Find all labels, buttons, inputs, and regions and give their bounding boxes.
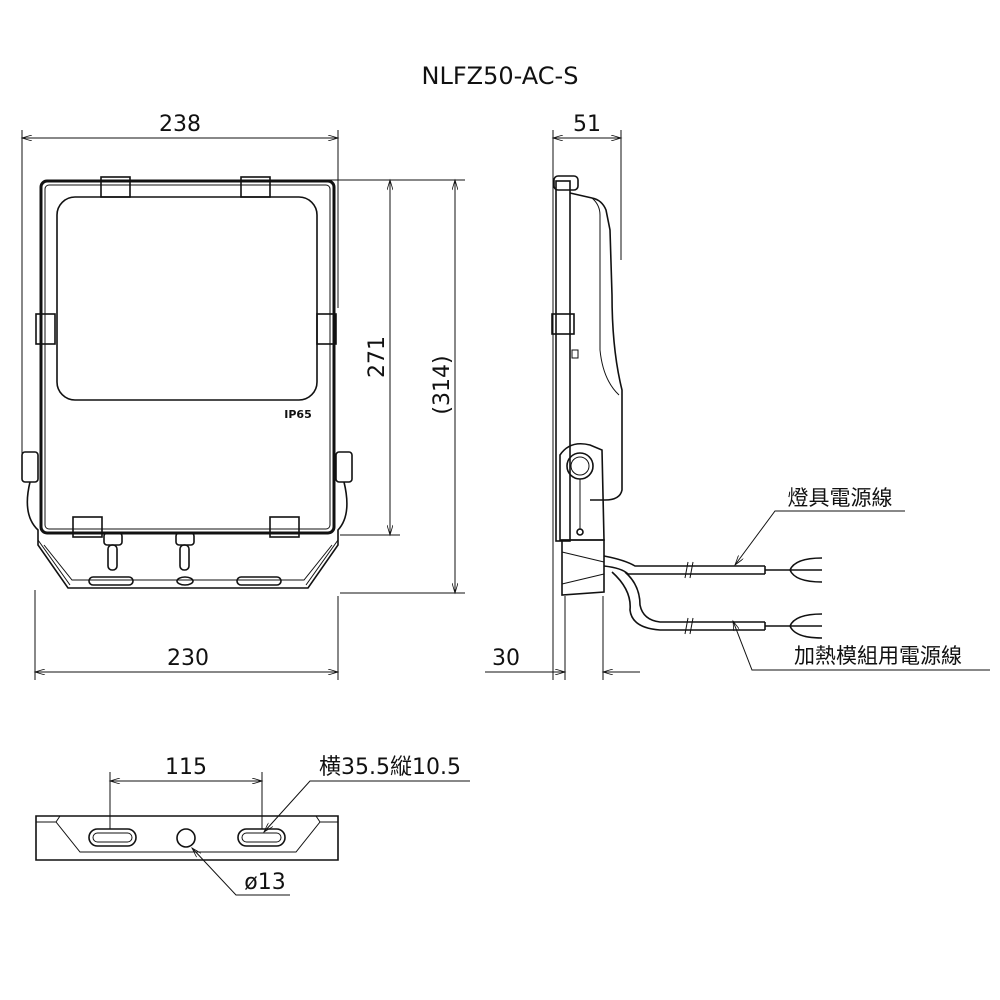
- label-heater-power-cable: 加熱模組用電源線: [794, 644, 962, 668]
- dim-height-314: (314): [430, 355, 455, 414]
- front-dimensions: 238 271 (314) 230: [22, 112, 465, 680]
- front-view: IP65: [21, 176, 353, 589]
- side-dimensions: 51 30 燈具電源線 加熱模組用電源線: [485, 112, 990, 680]
- drawing-title: NLFZ50-AC-S: [422, 62, 579, 90]
- dim-depth-51: 51: [573, 112, 601, 137]
- side-view: [551, 175, 823, 639]
- ip65-marking: IP65: [284, 408, 311, 421]
- dim-width-238: 238: [159, 112, 201, 137]
- dim-hole-diameter: ø13: [244, 870, 285, 895]
- dim-bracket-30: 30: [492, 646, 520, 671]
- dim-width-230: 230: [167, 646, 209, 671]
- label-lamp-power-cable: 燈具電源線: [788, 486, 893, 510]
- dim-slot-spacing-115: 115: [165, 755, 207, 780]
- dim-slot-size: 横35.5縦10.5: [319, 755, 461, 780]
- dim-height-271: 271: [365, 336, 390, 378]
- bracket-view: 115 横35.5縦10.5 ø13: [35, 755, 470, 896]
